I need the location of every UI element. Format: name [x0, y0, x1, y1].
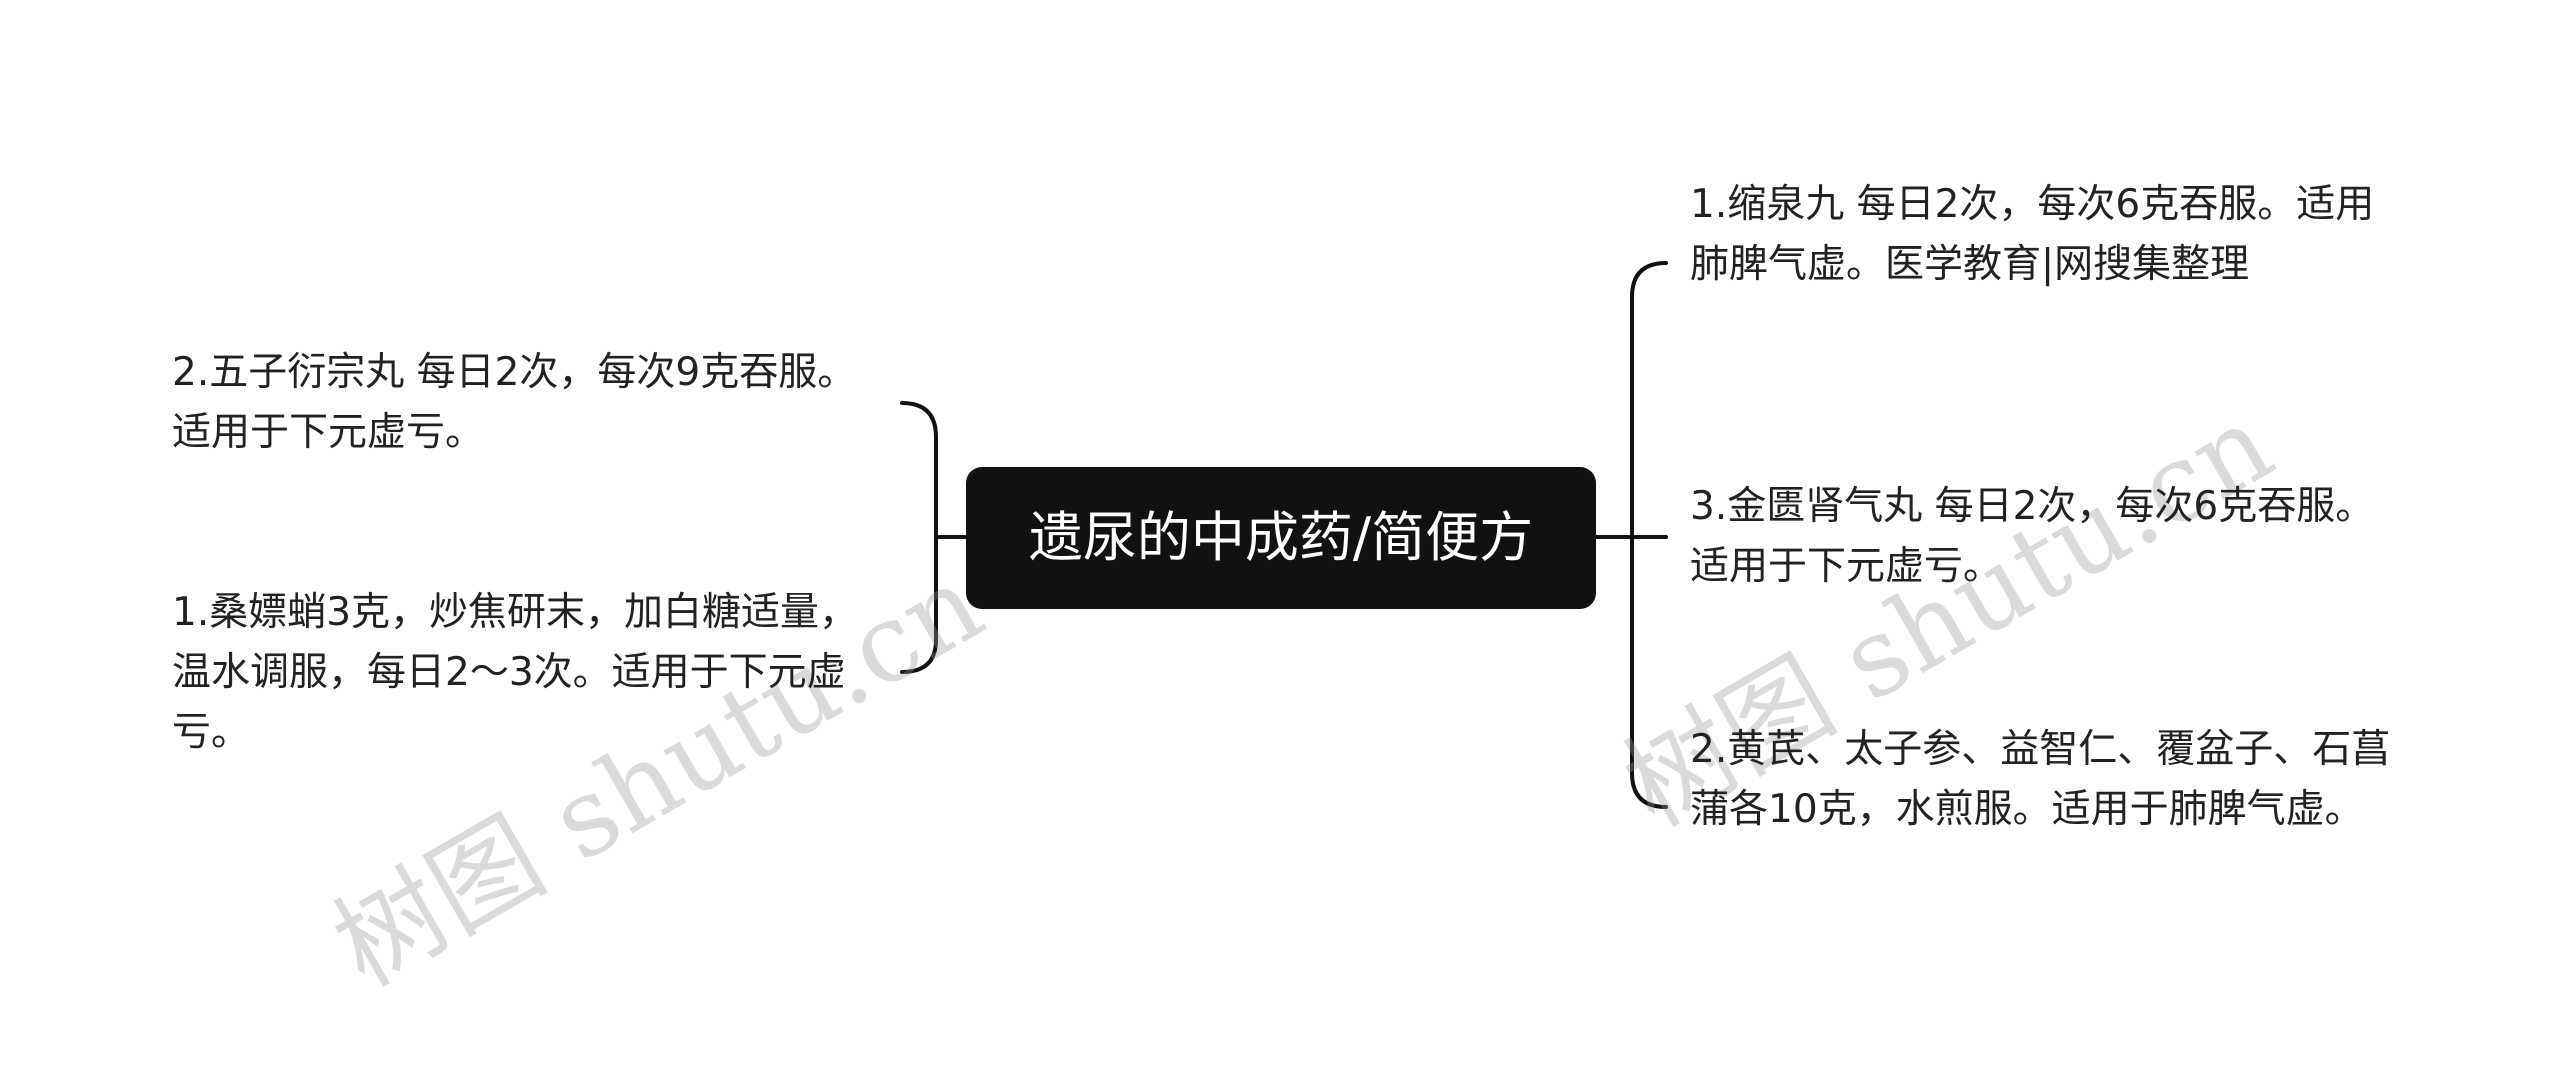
- central-topic-node[interactable]: 遗尿的中成药/简便方: [966, 467, 1596, 609]
- left-branch-node-1[interactable]: 2.五子衍宗丸 每日2次，每次9克吞服。适用于下元虚亏。: [172, 350, 857, 455]
- right-branch-node-2[interactable]: 3.金匮肾气丸 每日2次，每次6克吞服。适用于下元虚亏。: [1690, 484, 2375, 589]
- central-topic-label: 遗尿的中成药/简便方: [1028, 506, 1534, 569]
- left-branch-node-2[interactable]: 1.桑嫖蛸3克，炒焦研末，加白糖适量，温水调服，每日2～3次。适用于下元虚亏。: [172, 590, 859, 755]
- right-branch-node-1[interactable]: 1.缩泉九 每日2次，每次6克吞服。适用肺脾气虚。医学教育|网搜集整理: [1690, 182, 2375, 287]
- right-branch-node-3[interactable]: 2.黄芪、太子参、益智仁、覆盆子、石菖蒲各10克，水煎服。适用于肺脾气虚。: [1690, 727, 2391, 832]
- connector-left-bracket: [900, 401, 938, 674]
